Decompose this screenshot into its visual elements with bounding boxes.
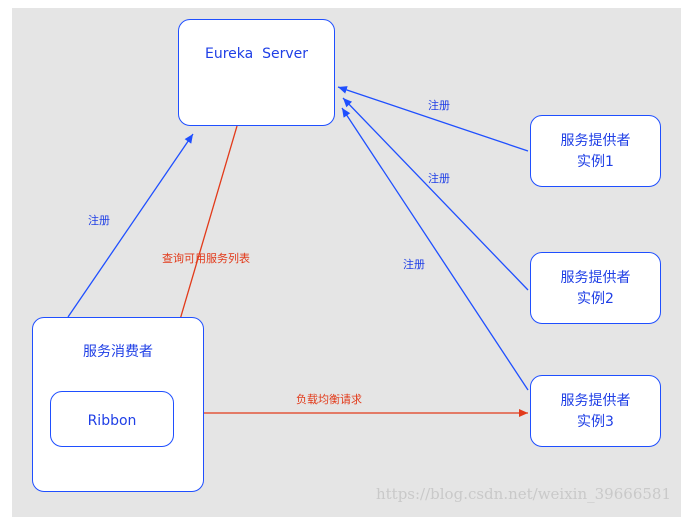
eureka-server-label: Eureka Server [204,46,309,62]
provider-instance-1-node: 服务提供者 实例1 [530,115,661,187]
provider-3-line1: 服务提供者 [560,393,631,409]
edges-layer [67,86,529,417]
edge-provider2-register [342,97,529,291]
provider-1-line1: 服务提供者 [560,133,631,149]
provider-2-line2: 实例2 [577,291,614,307]
ribbon-label: Ribbon [87,413,137,429]
diagram-canvas: Eureka Server 服务消费者 Ribbon 服务提供者 实例1 服务提… [12,8,681,517]
edge-consumer-register [67,133,194,318]
service-consumer-label: 服务消费者 [83,344,153,360]
provider-instance-2-node: 服务提供者 实例2 [530,252,661,324]
provider-2-line1: 服务提供者 [560,270,631,286]
edge-label-consumer-register: 注册 [88,214,110,227]
provider-3-line2: 实例3 [577,414,614,430]
edge-label-provider3-register: 注册 [403,258,425,271]
edge-provider1-register [337,86,529,152]
edge-label-provider1-register: 注册 [428,99,450,112]
edge-label-load-balance: 负载均衡请求 [296,393,362,406]
edge-label-query-service-list: 查询可用服务列表 [162,252,250,265]
watermark: https://blog.csdn.net/weixin_39666581 [375,485,671,503]
provider-1-line2: 实例1 [577,154,614,170]
edge-provider3-register [341,107,529,391]
edge-label-provider2-register: 注册 [428,172,450,185]
provider-instance-3-node: 服务提供者 实例3 [530,375,661,447]
eureka-server-node: Eureka Server [178,19,335,126]
ribbon-node: Ribbon [50,391,174,447]
